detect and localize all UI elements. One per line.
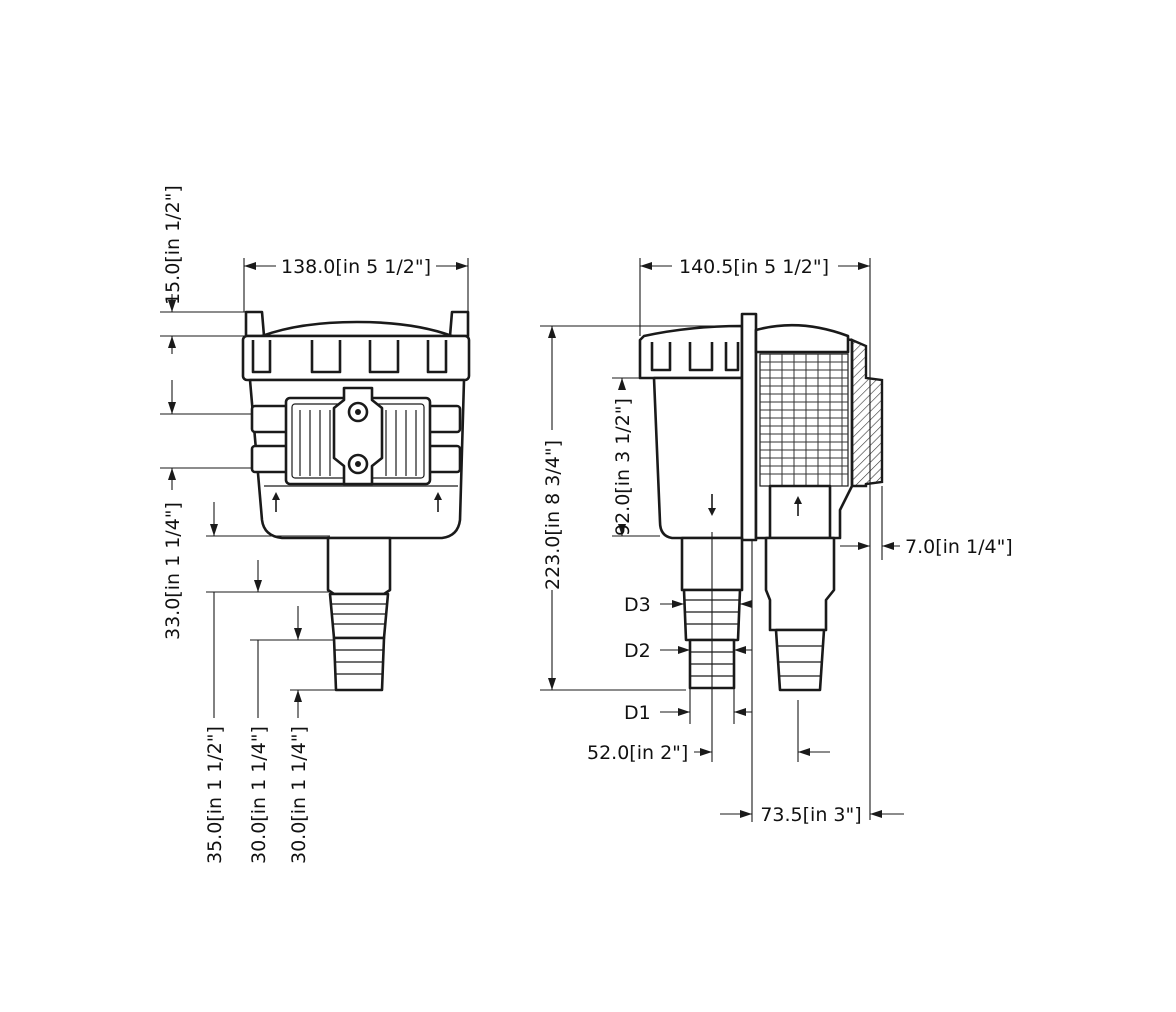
side-width-dimension: [639, 258, 871, 820]
side-center-label: 52.0[in 2"]: [587, 742, 688, 764]
barb-d2-label: 30.0[in 1 1/4"]: [248, 726, 270, 864]
side-outlet-tube: [764, 536, 836, 692]
side-height-dimension: [540, 325, 742, 691]
side-view: 140.5[in 5 1/2"] 223.0[in 8 3/4"] 92.0[i…: [540, 256, 1013, 826]
front-width-dimension: [243, 258, 469, 312]
side-offset-label: 73.5[in 3"]: [760, 804, 861, 826]
strainer-mesh: [759, 353, 849, 487]
d2-callout: D2: [624, 640, 651, 662]
front-outlet-label: 33.0[in 1 1/4"]: [162, 502, 184, 640]
barb-d3-label: 35.0[in 1 1/2"]: [204, 726, 226, 864]
side-bowl-dimension: [612, 377, 660, 537]
side-offset-dimension: [720, 540, 904, 822]
bracket-ribs: [299, 410, 417, 476]
side-flange-dimension: [840, 486, 900, 560]
front-top-dimension: [160, 294, 246, 354]
front-top-label: 15.0[in 1/2"]: [162, 185, 184, 305]
flow-up-arrow-icon: [794, 496, 802, 516]
barb-d1-label: 30.0[in 1 1/4"]: [288, 726, 310, 864]
diameter-callouts: [660, 600, 752, 724]
lid-grip-notches: [251, 340, 448, 374]
d1-callout: D1: [624, 702, 651, 724]
hose-barb: [328, 592, 390, 692]
flow-down-arrow-icon: [708, 494, 716, 516]
front-width-label: 138.0[in 5 1/2"]: [281, 256, 431, 278]
flow-up-arrow-icon: [434, 492, 442, 512]
side-lid-notches: [650, 342, 740, 372]
d3-callout: D3: [624, 594, 651, 616]
flow-up-arrow-icon: [272, 492, 280, 512]
side-height-label: 223.0[in 8 3/4"]: [542, 440, 564, 590]
front-outlet-dimension: [160, 380, 252, 490]
side-center-dimension: [694, 532, 713, 762]
side-flange-label: 7.0[in 1/4"]: [905, 536, 1013, 558]
side-width-label: 140.5[in 5 1/2"]: [679, 256, 829, 278]
barb-dimensions: [206, 502, 336, 718]
front-view: 138.0[in 5 1/2"] 15.0[in 1/2"] 33.0[in 1…: [160, 185, 471, 864]
side-inlet-barb: [682, 588, 742, 690]
side-bowl-label: 92.0[in 3 1/2"]: [612, 398, 634, 536]
